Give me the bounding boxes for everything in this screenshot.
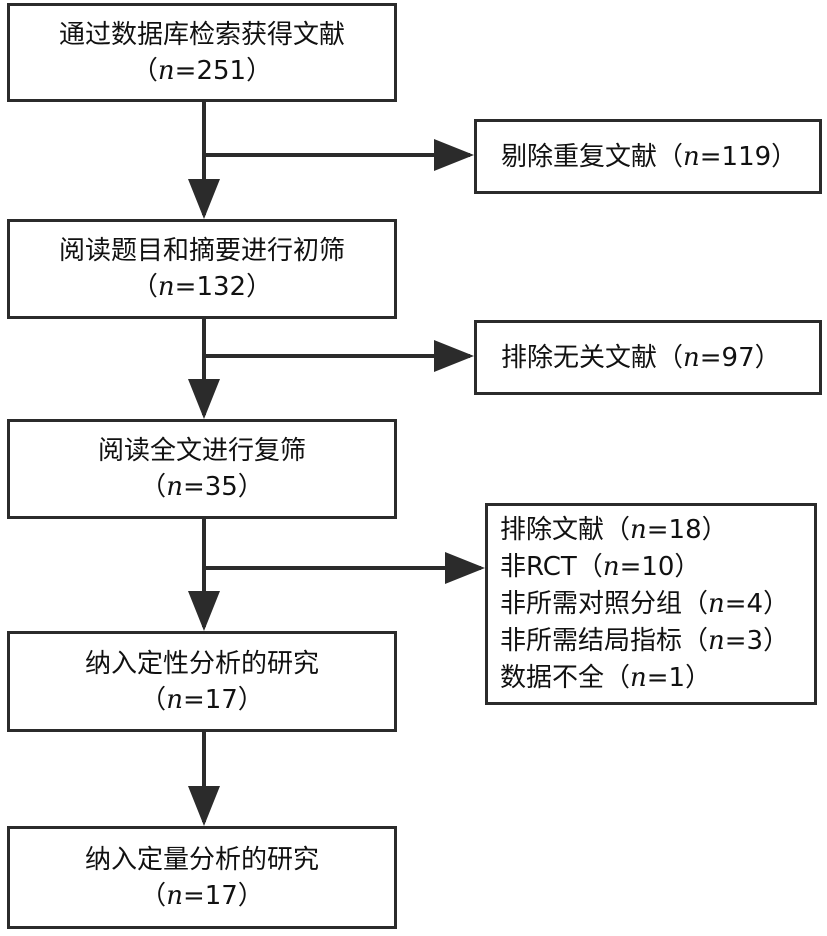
step-count: （n=132） (131, 272, 273, 302)
exclusion-reason-control-group: 非所需对照分组（n=4） (500, 589, 790, 619)
step-quantitative-included: 纳入定量分析的研究 （n=17） (7, 826, 397, 929)
step-count: （n=17） (140, 684, 264, 715)
exclusion-fulltext-reasons: 排除文献（n=18） 非RCT（n=10） 非所需对照分组（n=4） 非所需结局… (485, 503, 817, 705)
step-count: （n=251） (131, 55, 273, 86)
step-label: 阅读题目和摘要进行初筛 (58, 236, 345, 266)
exclusion-irrelevant: 排除无关文献（n=97） (474, 320, 822, 395)
step-count: （n=35） (140, 472, 264, 502)
exclusion-total: 排除文献（n=18） (500, 515, 728, 545)
step-fulltext-screening: 阅读全文进行复筛 （n=35） (7, 419, 397, 519)
exclusion-reason-non-rct: 非RCT（n=10） (500, 552, 701, 582)
step-label: 纳入定性分析的研究 (84, 648, 319, 679)
step-database-search: 通过数据库检索获得文献 （n=251） (7, 3, 397, 102)
step-qualitative-included: 纳入定性分析的研究 （n=17） (7, 631, 397, 732)
step-label: 阅读全文进行复筛 (97, 436, 306, 466)
step-title-abstract-screening: 阅读题目和摘要进行初筛 （n=132） (7, 219, 397, 319)
step-count: （n=17） (140, 880, 264, 911)
step-label: 通过数据库检索获得文献 (58, 19, 345, 50)
exclusion-duplicates: 剔除重复文献（n=119） (474, 119, 822, 194)
exclusion-reason-incomplete-data: 数据不全（n=1） (500, 663, 712, 693)
exclusion-reason-outcome: 非所需结局指标（n=3） (500, 626, 790, 656)
step-label: 纳入定量分析的研究 (84, 844, 319, 875)
